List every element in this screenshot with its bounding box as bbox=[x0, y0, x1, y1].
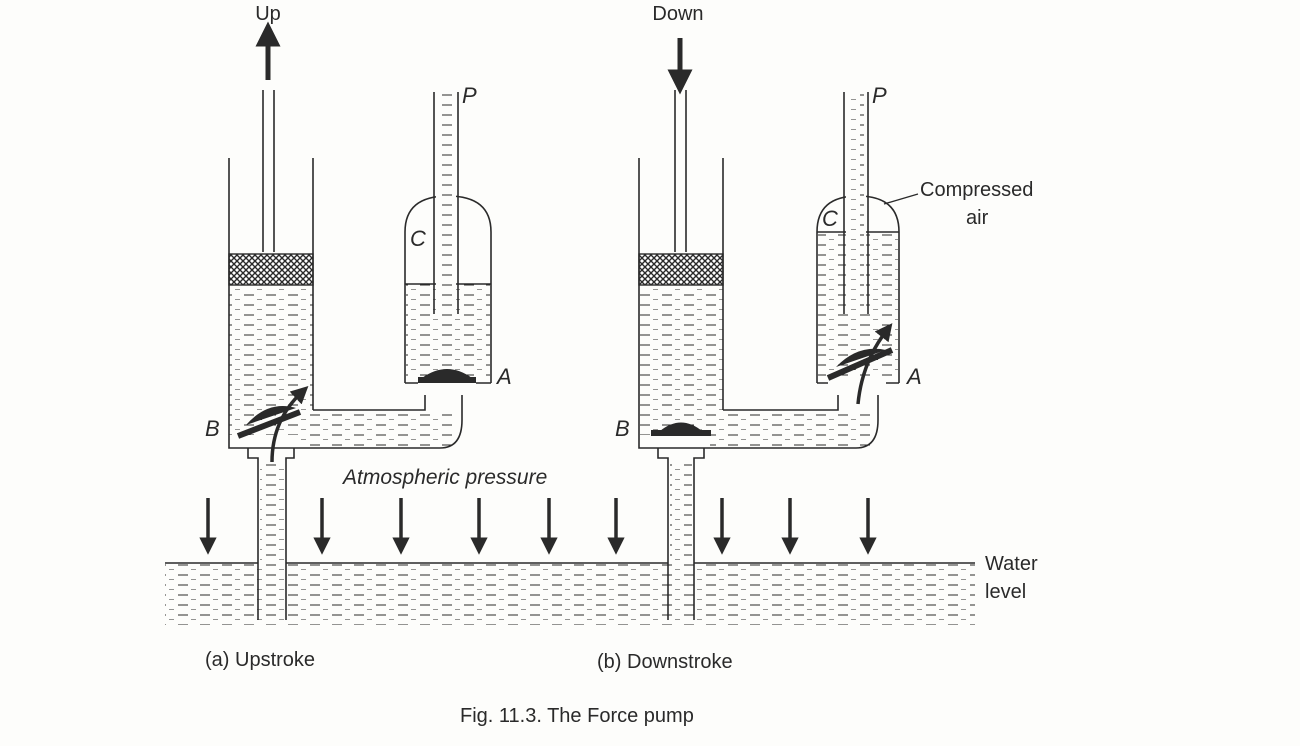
connecting-pipe bbox=[723, 395, 879, 449]
flow-arrow-icon bbox=[270, 386, 309, 463]
panel-b-downstroke: Down P C A B Compressed air (b) Downstro… bbox=[597, 3, 1033, 673]
delivery-pipe-p bbox=[433, 92, 459, 314]
main-barrel bbox=[228, 158, 314, 435]
valve-b-open bbox=[236, 406, 302, 439]
barrel-water bbox=[639, 285, 723, 435]
valve-a-closed bbox=[405, 369, 491, 384]
direction-label-up: Up bbox=[255, 3, 281, 25]
suction-pipe-water bbox=[670, 460, 692, 620]
delivery-pipe-water bbox=[848, 92, 864, 314]
atmospheric-pressure-label: Atmospheric pressure bbox=[341, 466, 547, 489]
direction-label-down: Down bbox=[652, 3, 703, 25]
valve-b-closed bbox=[651, 422, 711, 436]
barrel-base bbox=[638, 435, 723, 449]
compressed-air-leader bbox=[883, 193, 919, 205]
compressed-air-label-line2: air bbox=[966, 207, 989, 229]
flow-arrow-icon bbox=[856, 323, 893, 405]
panel-a-upstroke: Up P C A B (a) Upstroke bbox=[205, 3, 512, 671]
piston-rod bbox=[674, 90, 687, 252]
suction-pipe bbox=[657, 448, 705, 620]
piston-rod bbox=[262, 90, 275, 252]
pipe-water bbox=[300, 412, 455, 446]
delivery-pipe-p bbox=[843, 92, 869, 314]
compressed-air-label-line1: Compressed bbox=[920, 179, 1033, 201]
label-a-b: A bbox=[905, 364, 922, 389]
reservoir-water bbox=[165, 563, 975, 625]
main-barrel bbox=[638, 158, 724, 435]
figure-caption: Fig. 11.3. The Force pump bbox=[460, 705, 694, 727]
water-level-label-line2: level bbox=[985, 581, 1026, 603]
water-level-label-line1: Water bbox=[985, 553, 1038, 575]
pipe-water bbox=[710, 412, 870, 446]
label-b-a: B bbox=[205, 416, 220, 441]
suction-pipe bbox=[247, 448, 295, 620]
piston bbox=[638, 253, 724, 286]
label-p-b: P bbox=[872, 83, 887, 108]
label-c-b: C bbox=[822, 206, 838, 231]
suction-pipe-water bbox=[260, 460, 284, 620]
label-p-a: P bbox=[462, 83, 477, 108]
connecting-pipe bbox=[313, 395, 463, 449]
atmospheric-pressure-arrows bbox=[199, 498, 877, 555]
caption-b: (b) Downstroke bbox=[597, 651, 733, 673]
label-b-b: B bbox=[615, 416, 630, 441]
delivery-pipe-water bbox=[438, 92, 454, 314]
barrel-base bbox=[228, 435, 313, 449]
label-a-a: A bbox=[495, 364, 512, 389]
caption-a: (a) Upstroke bbox=[205, 649, 315, 671]
piston bbox=[228, 253, 314, 286]
label-c-a: C bbox=[410, 226, 426, 251]
